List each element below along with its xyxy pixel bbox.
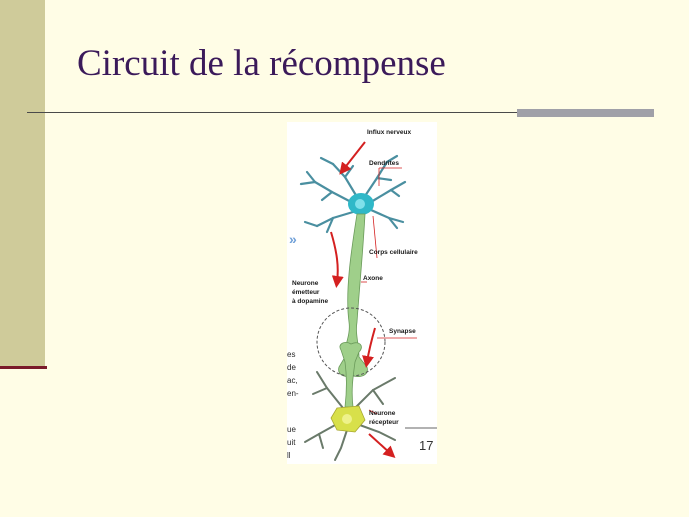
text-fragment-3: ac,	[287, 376, 298, 385]
label-dendrites: Dendrites	[369, 160, 399, 167]
receptor-dendrite-top	[339, 342, 362, 408]
label-recepteur-line-1: Neurone	[369, 410, 396, 417]
receptor-direction-arrow-icon	[368, 433, 396, 459]
emitter-dendrites	[299, 154, 407, 234]
text-fragment-6: uit	[287, 438, 296, 447]
decorative-side-stripe	[0, 0, 45, 368]
text-fragment-7: ll	[287, 451, 291, 460]
chevron-icon: »	[289, 231, 297, 247]
axon-direction-arrow-icon	[330, 231, 344, 288]
influx-arrow-icon	[339, 141, 366, 175]
receptor-nucleus	[342, 414, 352, 424]
slide-title: Circuit de la récompense	[77, 43, 446, 84]
label-emetteur-line-1: Neurone	[292, 280, 319, 287]
stripe-accent-line	[0, 366, 47, 369]
label-emetteur-line-2: émetteur	[292, 289, 320, 296]
label-influx: Influx nerveux	[367, 129, 411, 136]
label-recepteur-line-2: récepteur	[369, 419, 399, 426]
synapse-circle	[316, 307, 386, 377]
text-fragment-2: de	[287, 363, 296, 372]
receptor-dendrites	[304, 371, 396, 461]
synapse-direction-arrow-icon	[362, 327, 376, 368]
label-leader-lines	[361, 167, 417, 415]
label-emetteur-line-3: à dopamine	[292, 298, 329, 305]
label-corps-cellulaire: Corps cellulaire	[369, 249, 418, 256]
title-underline	[27, 112, 517, 113]
text-fragment-1: es	[287, 350, 295, 359]
neuron-diagram: Influx nerveux Dendrites Corps cellulair…	[287, 122, 437, 464]
text-fragment-5: ue	[287, 425, 296, 434]
page-number: 17	[419, 438, 433, 453]
label-synapse: Synapse	[389, 328, 416, 335]
text-fragment-4: en-	[287, 389, 299, 398]
emitter-nucleus	[355, 199, 365, 209]
decorative-grey-bar	[517, 109, 654, 117]
label-axone: Axone	[363, 275, 383, 282]
